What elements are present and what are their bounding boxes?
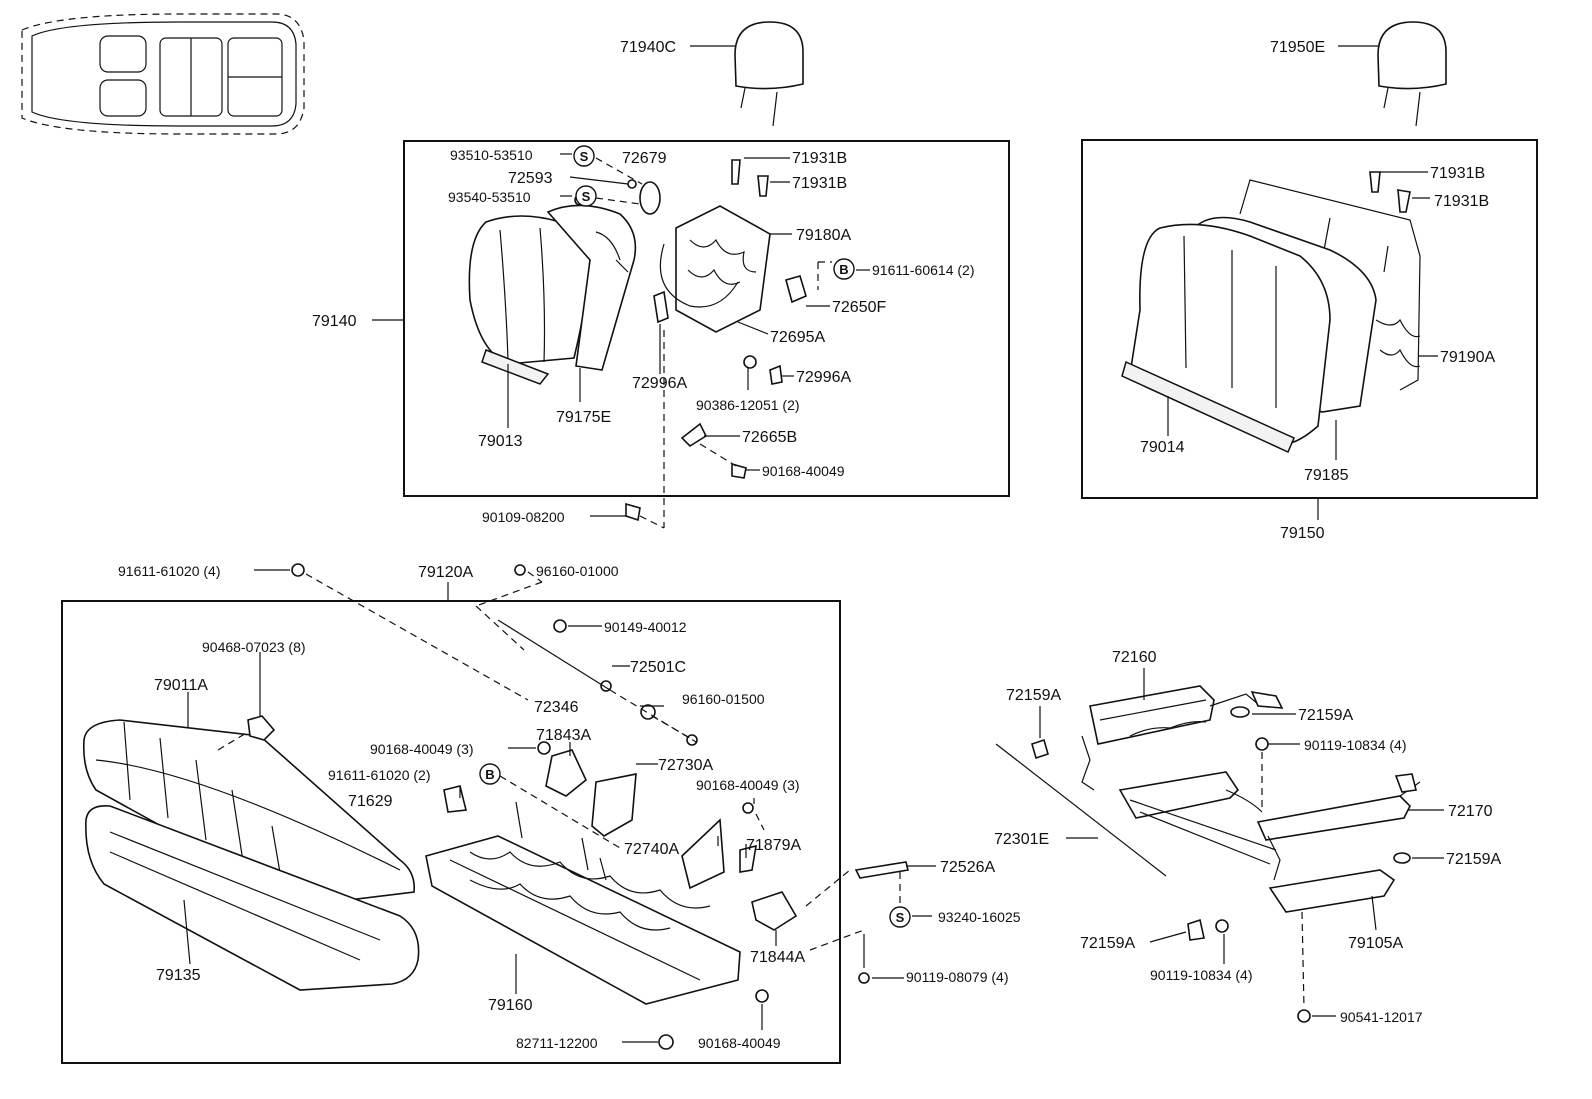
seat-cushion-frame (425, 801, 741, 1005)
label-72159A-c: 72159A (1446, 851, 1501, 868)
label-71940C: 71940C (620, 39, 676, 56)
label-71629: 71629 (348, 793, 393, 810)
label-72650F: 72650F (832, 299, 886, 316)
leaders-seat-cushion (183, 569, 936, 1043)
symbol-s-1: S (573, 145, 595, 167)
headrest-right (1338, 21, 1447, 127)
label-91611-60614: 91611-60614 (2) (872, 262, 974, 278)
label-72501C: 72501C (630, 659, 686, 676)
seatback-right (1121, 171, 1421, 454)
label-79180A: 79180A (796, 227, 851, 244)
label-90168-40049-a: 90168-40049 (762, 463, 845, 479)
label-71843A: 71843A (536, 727, 591, 744)
label-72301E: 72301E (994, 831, 1049, 848)
label-79190A: 79190A (1440, 349, 1495, 366)
label-79140: 79140 (312, 313, 357, 330)
part-labels: 71940C 71950E 93510-53510 72679 72593 93… (118, 39, 1501, 1051)
box-seat-cushion (61, 600, 841, 1064)
leaders-seat-adjuster (1039, 668, 1444, 1017)
label-90168-40049-3b: 90168-40049 (3) (696, 777, 800, 793)
label-71844A: 71844A (750, 949, 805, 966)
label-79011A: 79011A (154, 677, 208, 694)
label-72695A: 72695A (770, 329, 825, 346)
label-72159A-a: 72159A (1006, 687, 1061, 704)
label-79013: 79013 (478, 433, 523, 450)
label-72593: 72593 (508, 170, 553, 187)
label-90386-12051: 90386-12051 (2) (696, 397, 800, 413)
label-72665B: 72665B (742, 429, 797, 446)
small-parts-cushion (247, 563, 909, 1050)
label-93540-53510: 93540-53510 (448, 189, 531, 205)
vehicle-location-icon (21, 13, 305, 135)
label-72996A-a: 72996A (632, 375, 687, 392)
label-72730A: 72730A (658, 757, 713, 774)
leaders-seatback-right (1167, 171, 1438, 460)
symbol-b-1: B (833, 258, 855, 280)
symbol-b-2: B (479, 763, 501, 785)
label-90119-10834-b: 90119-10834 (4) (1150, 967, 1252, 983)
label-71931B-b: 71931B (792, 175, 847, 192)
box-seatback-left (403, 140, 1010, 497)
leaders-seatback-left (507, 153, 870, 529)
label-79150: 79150 (1280, 525, 1325, 542)
label-71950E: 71950E (1270, 39, 1325, 56)
label-90541-12017: 90541-12017 (1340, 1009, 1423, 1025)
label-71931B-a: 71931B (792, 150, 847, 167)
svg-text:B: B (485, 767, 494, 782)
seat-adjuster-parts (995, 685, 1421, 1023)
label-90109-08200: 90109-08200 (482, 509, 565, 525)
seatback-pad-left (546, 204, 637, 371)
label-72526A: 72526A (940, 859, 995, 876)
label-96160-01500: 96160-01500 (682, 691, 765, 707)
symbol-s-2: S (575, 185, 597, 207)
seat-cushion-cover (82, 719, 416, 906)
label-90168-40049-b: 90168-40049 (698, 1035, 781, 1051)
seatback-frame-left (653, 205, 771, 333)
label-79014: 79014 (1140, 439, 1185, 456)
box-seatback-right (1081, 139, 1538, 499)
label-93240-16025: 93240-16025 (938, 909, 1021, 925)
label-72679: 72679 (622, 150, 667, 167)
label-72159A-b: 72159A (1298, 707, 1353, 724)
label-91611-61020-2: 91611-61020 (2) (328, 767, 430, 783)
label-72346: 72346 (534, 699, 579, 716)
label-79120A: 79120A (418, 564, 473, 581)
headrest-left (690, 21, 804, 127)
small-parts-seatback-left (574, 159, 807, 522)
label-71879A: 71879A (746, 837, 801, 854)
label-91611-61020-4: 91611-61020 (4) (118, 563, 220, 579)
label-90119-10834-a: 90119-10834 (4) (1304, 737, 1406, 753)
seat-cushion-pad (85, 804, 420, 991)
label-90168-40049-3a: 90168-40049 (3) (370, 741, 474, 757)
label-90149-40012: 90149-40012 (604, 619, 687, 635)
label-72740A: 72740A (624, 841, 679, 858)
svg-text:B: B (839, 262, 848, 277)
label-93510-53510: 93510-53510 (450, 147, 533, 163)
label-72160: 72160 (1112, 649, 1157, 666)
label-79175E: 79175E (556, 409, 611, 426)
svg-text:S: S (896, 910, 905, 925)
label-72996A-b: 72996A (796, 369, 851, 386)
label-79160: 79160 (488, 997, 533, 1014)
label-90468-07023: 90468-07023 (8) (202, 639, 306, 655)
label-96160-01000: 96160-01000 (536, 563, 619, 579)
label-72170: 72170 (1448, 803, 1493, 820)
label-82711-12200: 82711-12200 (516, 1035, 598, 1051)
svg-text:S: S (582, 189, 591, 204)
label-90119-08079: 90119-08079 (4) (906, 969, 1008, 985)
seatback-cover-left (468, 215, 591, 385)
label-79105A: 79105A (1348, 935, 1403, 952)
label-79185: 79185 (1304, 467, 1349, 484)
label-71931B-c: 71931B (1430, 165, 1485, 182)
svg-text:S: S (580, 149, 589, 164)
label-79135: 79135 (156, 967, 201, 984)
symbol-s-3: S (889, 906, 911, 928)
label-71931B-d: 71931B (1434, 193, 1489, 210)
label-72159A-d: 72159A (1080, 935, 1135, 952)
